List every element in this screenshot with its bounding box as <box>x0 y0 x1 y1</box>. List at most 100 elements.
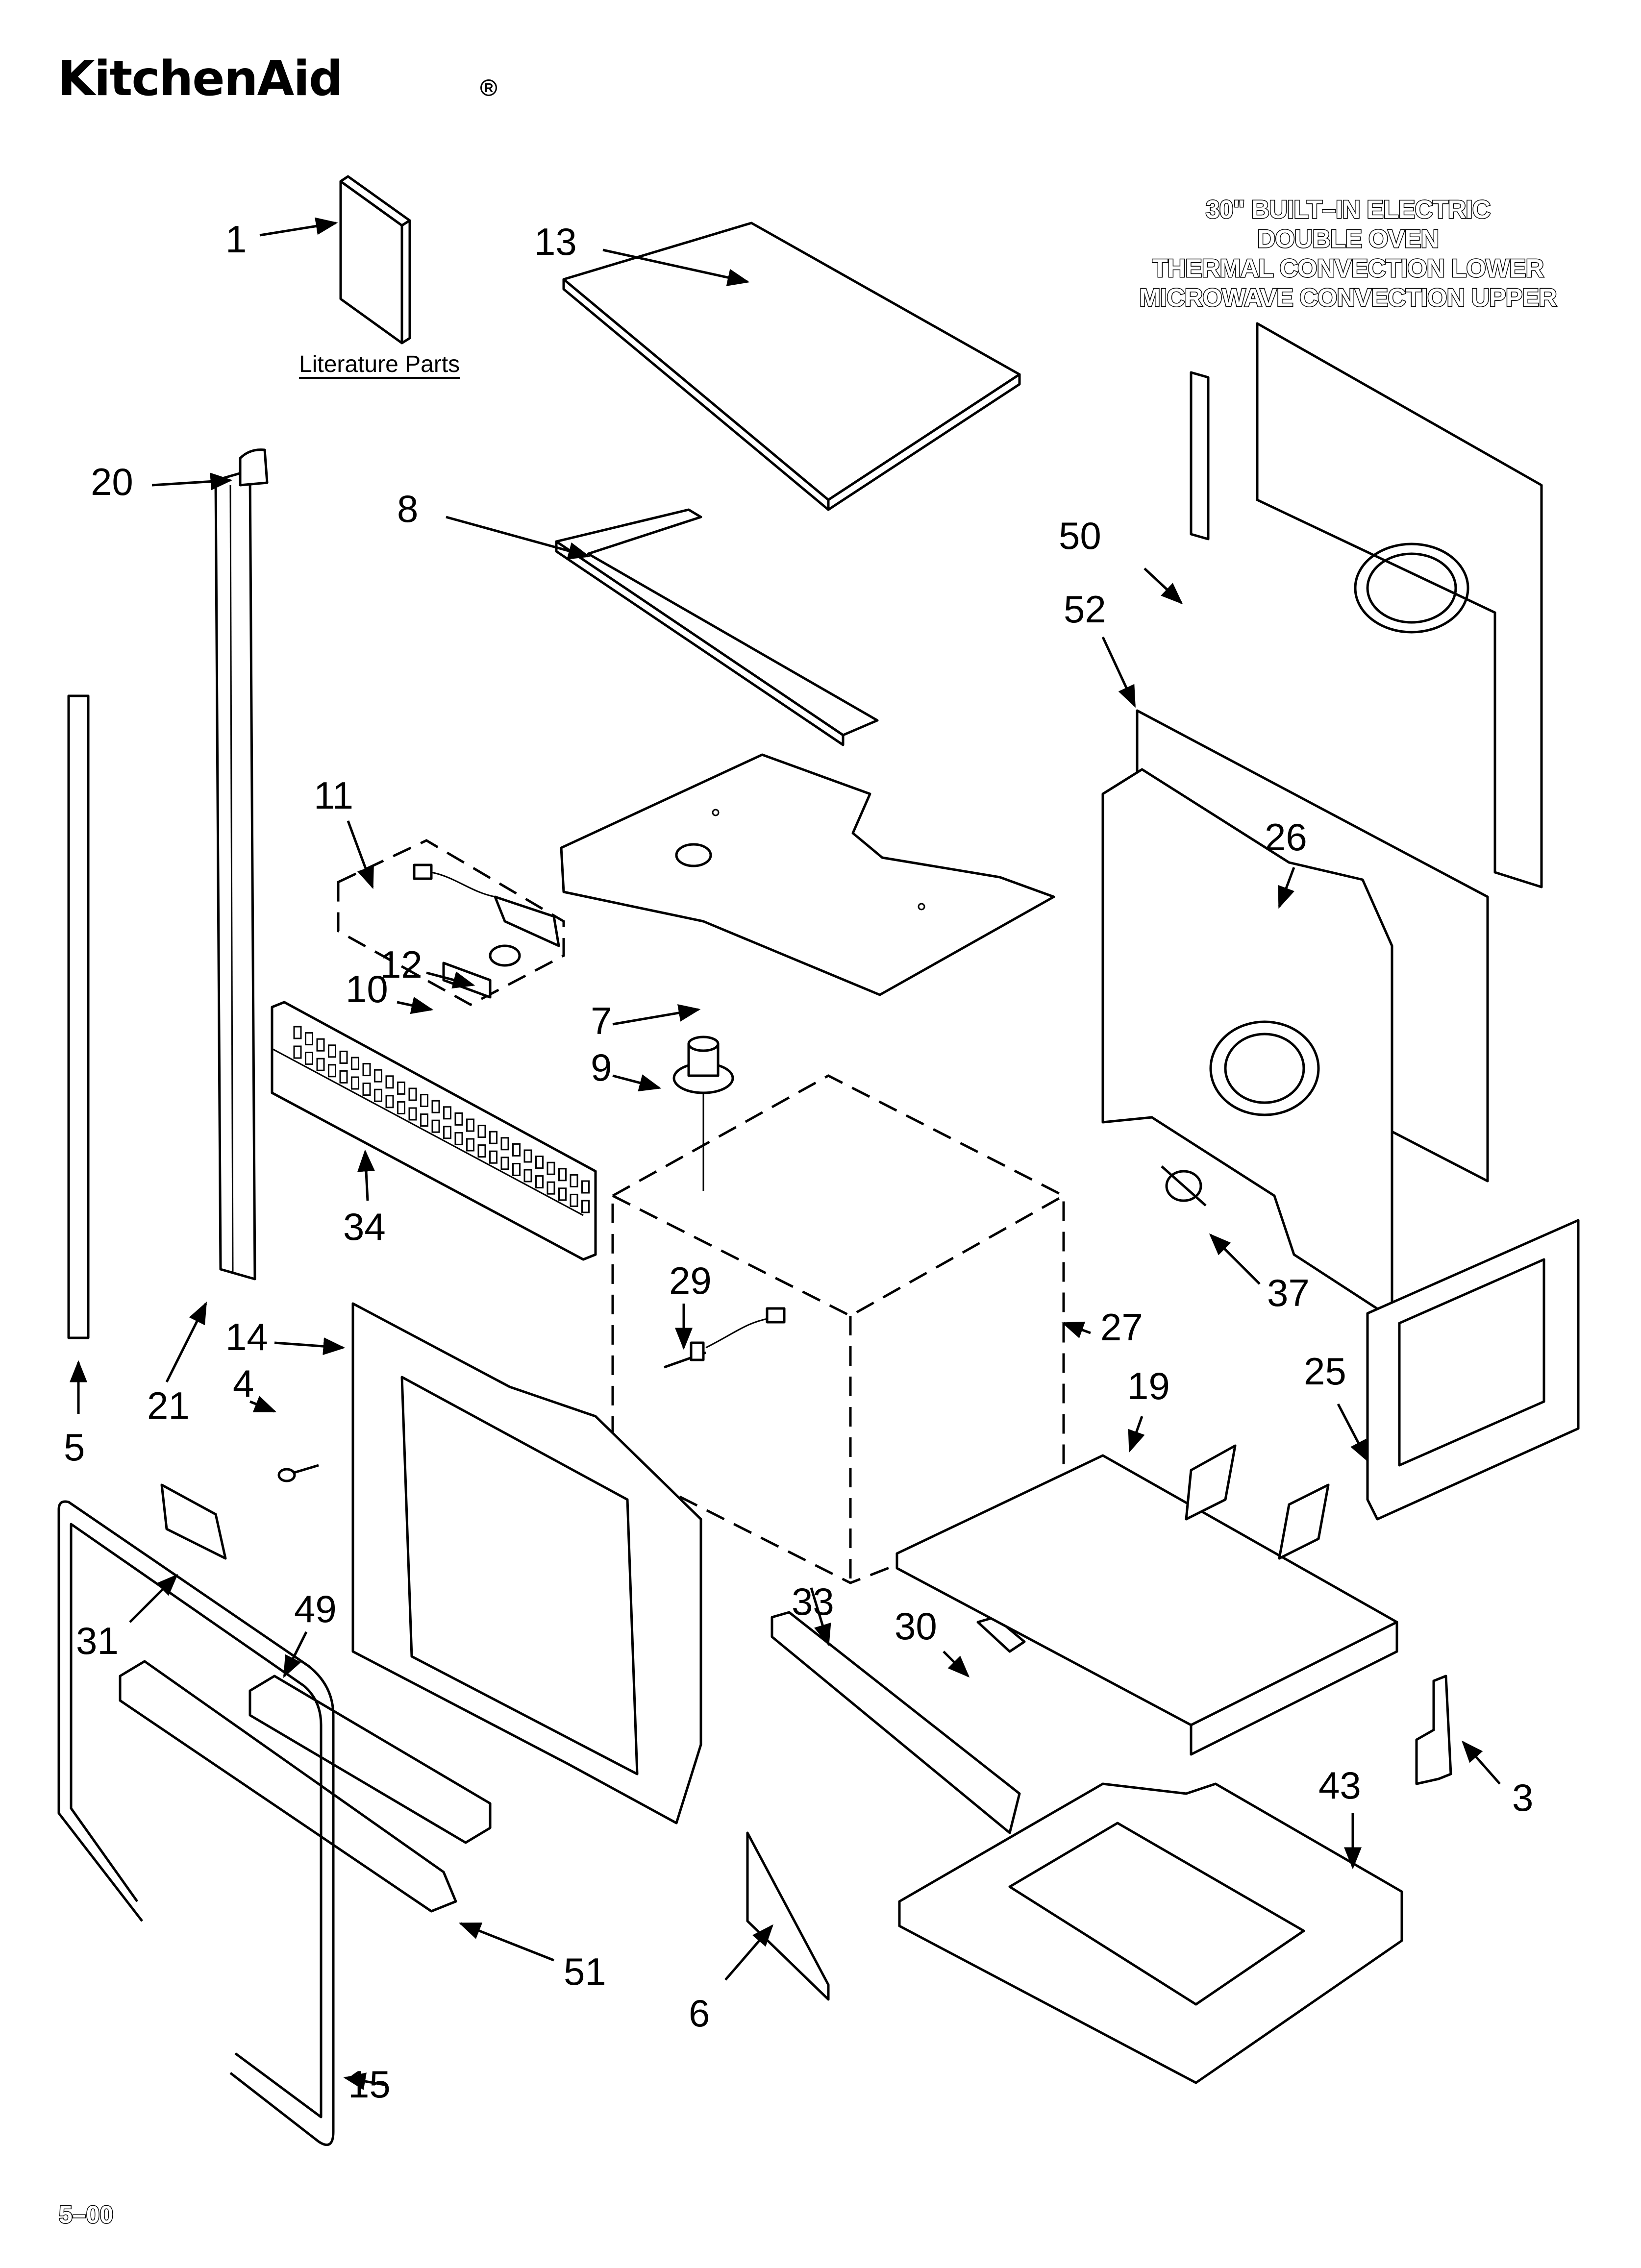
callout-30[interactable]: 30 <box>895 1604 937 1648</box>
callout-43[interactable]: 43 <box>1318 1764 1361 1807</box>
part-top-cover[interactable] <box>560 753 1055 996</box>
vent-slot <box>385 1095 394 1109</box>
callout-26[interactable]: 26 <box>1265 815 1307 859</box>
part-bracket-31[interactable] <box>160 1483 227 1560</box>
part-top-insulation[interactable] <box>562 222 1021 511</box>
vent-slot <box>523 1169 532 1183</box>
callout-9[interactable]: 9 <box>591 1046 612 1089</box>
leader-arrow-52 <box>1101 636 1136 708</box>
literature-parts-label: Literature Parts <box>299 351 460 377</box>
callout-37[interactable]: 37 <box>1267 1271 1310 1314</box>
part-door-gasket[interactable] <box>57 1500 335 2146</box>
part-vent-strip[interactable] <box>271 1001 597 1261</box>
callout-15[interactable]: 15 <box>348 2063 391 2106</box>
callout-34[interactable]: 34 <box>343 1205 386 1248</box>
callout-25[interactable]: 25 <box>1304 1350 1346 1393</box>
callout-27[interactable]: 27 <box>1100 1306 1143 1349</box>
leader-arrow-21 <box>165 1301 207 1383</box>
callout-13[interactable]: 13 <box>534 220 577 263</box>
vent-slot <box>328 1044 336 1058</box>
vent-slot <box>374 1088 382 1102</box>
callout-50[interactable]: 50 <box>1059 514 1101 557</box>
part-vent-trim[interactable] <box>119 1660 457 1913</box>
vent-slot <box>477 1125 486 1138</box>
part-front-frame[interactable] <box>351 1302 702 1824</box>
leader-arrow-15 <box>343 2072 388 2090</box>
leader-arrow-27 <box>1061 1321 1091 1338</box>
registered-mark-icon: R <box>480 79 497 96</box>
leader-arrow-33 <box>810 1587 831 1647</box>
vent-slot <box>305 1052 313 1065</box>
vent-slot <box>500 1137 509 1151</box>
part-end-cap[interactable] <box>239 448 269 487</box>
callout-4[interactable]: 4 <box>233 1362 254 1405</box>
model-title-block: 30" BUILT–IN ELECTRIC DOUBLE OVEN THERMA… <box>1098 195 1598 313</box>
callout-3[interactable]: 3 <box>1512 1776 1533 1819</box>
part-clip[interactable] <box>976 1616 1026 1653</box>
part-gusset[interactable] <box>746 1831 830 2001</box>
part-rear-panel-upper[interactable] <box>1190 322 1543 888</box>
vent-slot <box>339 1070 348 1084</box>
callout-11[interactable]: 11 <box>314 774 353 817</box>
part-light-assembly[interactable] <box>337 839 565 1006</box>
vent-slot <box>570 1174 578 1187</box>
part-side-panel[interactable] <box>1366 1219 1580 1521</box>
vent-slot <box>443 1106 451 1120</box>
part-oven-bottom[interactable] <box>895 1444 1398 1756</box>
part-literature-booklet[interactable] <box>339 175 411 345</box>
part-insulation-strip[interactable] <box>555 508 879 746</box>
part-thermal-limit[interactable] <box>1161 1165 1207 1207</box>
callout-49[interactable]: 49 <box>294 1587 337 1630</box>
vent-slot <box>431 1119 440 1133</box>
callout-6[interactable]: 6 <box>689 1992 710 2035</box>
vent-slot <box>489 1150 497 1164</box>
callout-33[interactable]: 33 <box>792 1580 834 1623</box>
callout-31[interactable]: 31 <box>76 1619 119 1662</box>
title-line: 30" BUILT–IN ELECTRIC <box>1205 195 1492 225</box>
part-channel-49[interactable] <box>249 1675 492 1844</box>
callout-12[interactable]: 12 <box>380 943 423 986</box>
leader-arrow-6 <box>724 1924 773 1981</box>
leader-arrow-11 <box>347 820 374 889</box>
vent-slot <box>397 1081 405 1095</box>
vent-slot <box>523 1149 532 1163</box>
callout-52[interactable]: 52 <box>1064 588 1106 631</box>
part-fan-motor[interactable] <box>672 1035 734 1191</box>
part-side-trim[interactable] <box>214 469 256 1281</box>
callout-5[interactable]: 5 <box>64 1426 85 1469</box>
vent-slot <box>443 1126 451 1139</box>
part-bottom-pan[interactable] <box>898 1782 1403 2084</box>
vent-slot <box>558 1168 567 1182</box>
leader-arrow-10 <box>397 996 434 1014</box>
leader-arrow-14 <box>274 1337 346 1356</box>
callout-19[interactable]: 19 <box>1127 1364 1170 1407</box>
part-small-bracket[interactable] <box>1415 1675 1452 1785</box>
vent-slot <box>431 1100 440 1113</box>
vent-slot <box>408 1087 417 1101</box>
vent-slot <box>362 1063 371 1077</box>
vent-slot <box>512 1143 521 1157</box>
callout-20[interactable]: 20 <box>91 460 133 503</box>
callout-21[interactable]: 21 <box>147 1384 190 1427</box>
callout-14[interactable]: 14 <box>225 1315 268 1358</box>
leader-arrow-30 <box>943 1651 970 1678</box>
vent-slot <box>512 1162 521 1176</box>
part-temp-sensor[interactable] <box>664 1307 786 1369</box>
vent-slot <box>397 1101 405 1114</box>
vent-slot <box>547 1181 555 1195</box>
leader-arrow-9 <box>612 1074 662 1092</box>
callout-1[interactable]: 1 <box>225 218 247 261</box>
callout-51[interactable]: 51 <box>564 1950 606 1993</box>
callout-10[interactable]: 10 <box>346 967 388 1011</box>
vent-slot <box>570 1193 578 1207</box>
vent-slot <box>489 1131 497 1144</box>
callout-8[interactable]: 8 <box>397 487 418 530</box>
leader-arrow-1 <box>259 217 338 237</box>
callout-7[interactable]: 7 <box>591 999 612 1042</box>
leader-arrow-3 <box>1462 1740 1501 1785</box>
vent-slot <box>339 1050 348 1064</box>
callout-29[interactable]: 29 <box>669 1259 712 1302</box>
part-angle-33[interactable] <box>771 1611 1021 1834</box>
part-trim-tube[interactable] <box>67 694 90 1339</box>
part-screw[interactable] <box>277 1464 319 1482</box>
